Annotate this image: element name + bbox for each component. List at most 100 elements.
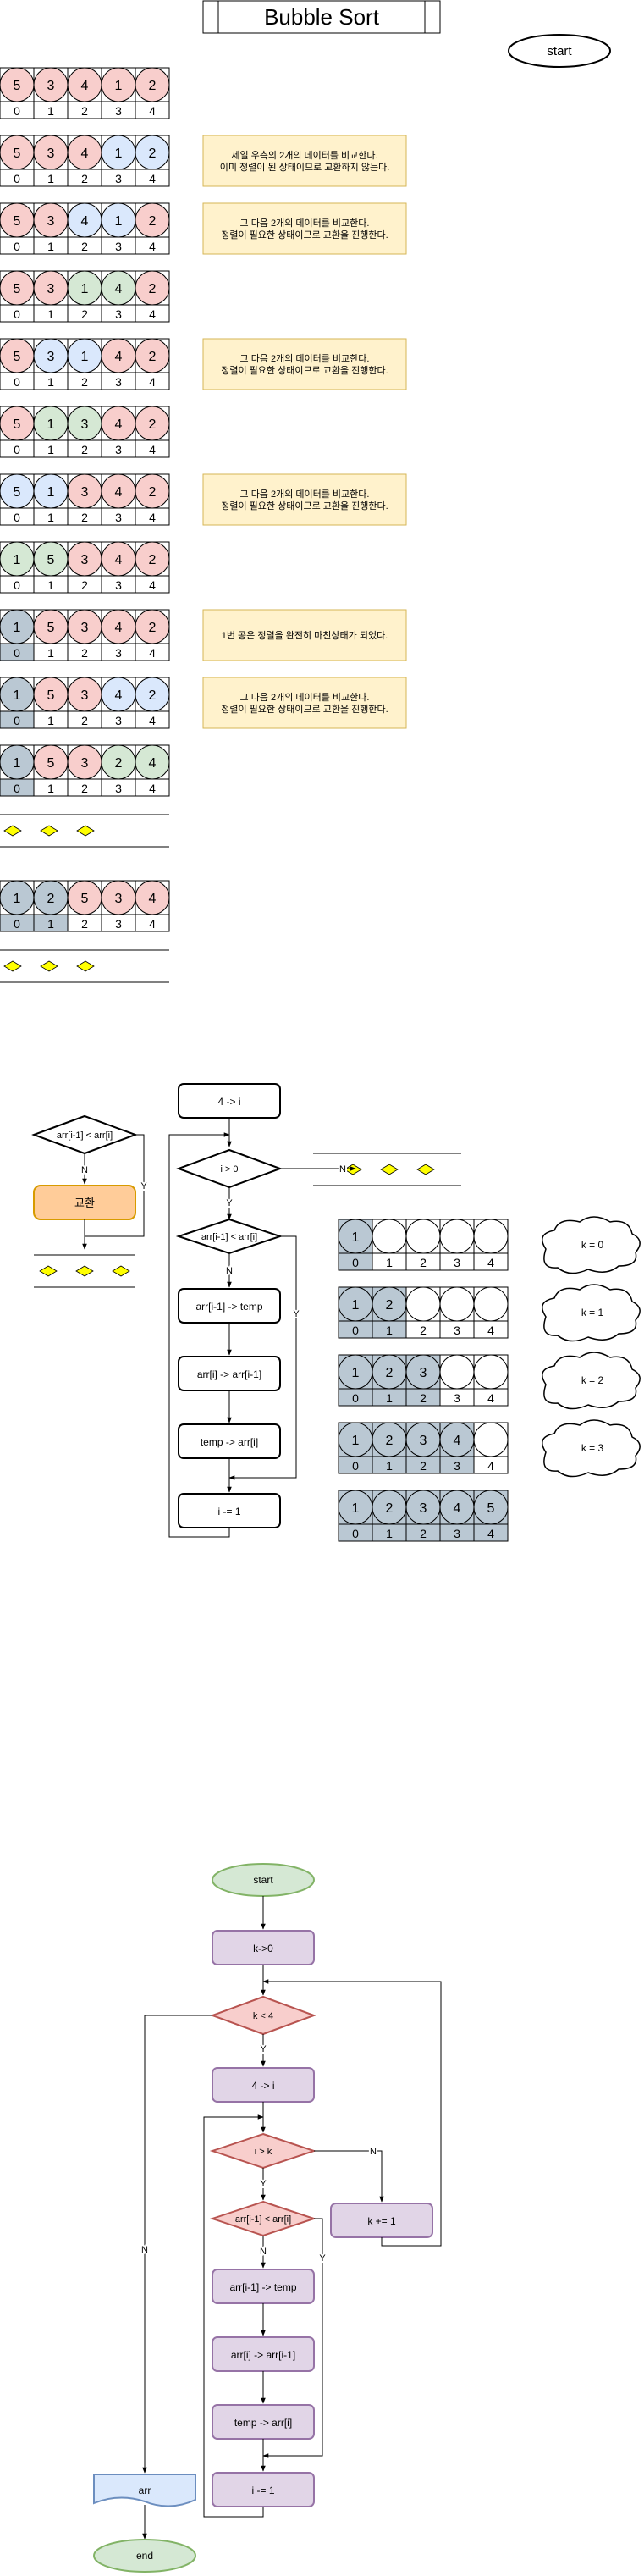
note-box: 그 다음 2개의 데이터를 비교한다.정렬이 필요한 상태이므로 교환을 진행한… — [202, 338, 407, 390]
value-label: 4 — [115, 553, 123, 567]
index-label: 0 — [14, 307, 20, 321]
index-cell — [135, 507, 170, 526]
index-label: 2 — [81, 240, 88, 253]
index-cell — [135, 101, 170, 119]
k-value-label: 2 — [386, 1434, 394, 1448]
index-label: 0 — [14, 511, 20, 524]
index-label: 3 — [115, 917, 122, 931]
temp-step-label: arr[i-1] -> temp — [195, 1301, 262, 1313]
inner-compare-no: N — [226, 1266, 233, 1276]
index-cell — [135, 372, 170, 390]
k-index-label: 3 — [454, 1391, 460, 1405]
value-label: 3 — [81, 688, 89, 703]
index-label: 2 — [81, 443, 88, 456]
value-label: 5 — [81, 892, 89, 906]
index-label: 1 — [47, 578, 54, 592]
ellipsis-divider — [313, 1153, 461, 1186]
index-label: 1 — [47, 443, 54, 456]
note-line: 1번 공은 정렬을 완전히 마친상태가 되었다. — [222, 629, 388, 641]
ellipsis-diamond — [75, 1265, 94, 1277]
note-line: 제일 우측의 2개의 데이터를 비교한다. — [231, 149, 377, 161]
k-value-ball — [439, 1286, 475, 1322]
index-cell — [135, 914, 170, 932]
value-label: 4 — [149, 892, 157, 906]
k-index-label: 1 — [386, 1459, 393, 1473]
value-label: 5 — [47, 688, 55, 703]
index-label: 2 — [81, 578, 88, 592]
value-label: 5 — [14, 79, 21, 93]
index-label: 0 — [14, 104, 20, 118]
index-label: 1 — [47, 307, 54, 321]
k-index-label: 3 — [454, 1256, 460, 1269]
note-line: 정렬이 필요한 상태이므로 교환을 진행한다. — [221, 704, 388, 715]
loop-cond-yes: Y — [226, 1198, 233, 1208]
note-box: 제일 우측의 2개의 데이터를 비교한다.이미 정렬이 된 상태이므로 교환하지… — [202, 135, 407, 187]
k-index-label: 4 — [487, 1391, 494, 1405]
inner-cond-label: i > k — [255, 2147, 272, 2157]
value-label: 1 — [115, 146, 123, 161]
k-value-ball — [405, 1286, 441, 1322]
value-label: 2 — [149, 282, 157, 296]
k-cloud: k = 0 — [542, 1216, 641, 1274]
k-index-label: 4 — [487, 1256, 494, 1269]
index-label: 2 — [81, 104, 88, 118]
index-cell — [135, 643, 170, 661]
main-init-i-label: 4 -> i — [251, 2080, 274, 2092]
index-label: 1 — [47, 104, 54, 118]
index-cell — [135, 575, 170, 594]
value-label: 5 — [14, 417, 21, 432]
value-label: 4 — [115, 621, 123, 635]
index-label: 2 — [81, 714, 88, 727]
value-label: 3 — [81, 485, 89, 500]
ellipsis-divider — [0, 949, 169, 983]
index-label: 0 — [14, 714, 20, 727]
index-label: 4 — [149, 782, 156, 795]
k-value-ball — [473, 1286, 509, 1322]
index-label: 3 — [115, 172, 122, 185]
index-cell — [135, 236, 170, 255]
note-box: 그 다음 2개의 데이터를 비교한다.정렬이 필요한 상태이므로 교환을 진행한… — [202, 677, 407, 729]
index-label: 1 — [47, 375, 54, 389]
swap-no-label: N — [81, 1165, 88, 1175]
index-label: 3 — [115, 782, 122, 795]
outer-cond-label: k < 4 — [253, 2011, 273, 2021]
index-label: 3 — [115, 714, 122, 727]
swap-flow: arr[i-1] < arr[i] N 교환 Y — [31, 1114, 149, 1250]
value-label: 4 — [81, 214, 89, 229]
k-index-cell — [473, 1320, 509, 1339]
output-label: arr — [139, 2485, 151, 2496]
ellipsis-diamond — [112, 1265, 130, 1277]
k-index-label: 1 — [386, 1391, 393, 1405]
increment-k-label: k += 1 — [367, 2215, 396, 2227]
main-restore-label: temp -> arr[i] — [234, 2417, 292, 2429]
k-index-label: 2 — [420, 1256, 427, 1269]
index-label: 2 — [81, 646, 88, 660]
k-value-label: 1 — [352, 1366, 360, 1380]
k-cloud: k = 1 — [542, 1284, 641, 1342]
index-label: 4 — [149, 578, 156, 592]
index-label: 1 — [47, 646, 54, 660]
main-temp-label: arr[i-1] -> temp — [229, 2281, 296, 2293]
swap-box-label: 교환 — [74, 1197, 95, 1209]
init-k-label: k->0 — [253, 1943, 273, 1954]
inner-compare-label: arr[i-1] < arr[i] — [201, 1232, 257, 1242]
k-index-cell — [473, 1523, 509, 1542]
k-index-label: 1 — [386, 1256, 393, 1269]
main-flow: start k->0 k < 4 Y 4 -> i i > k N k += 1… — [93, 1863, 442, 2573]
k-value-label: 3 — [420, 1501, 427, 1516]
note-line: 정렬이 필요한 상태이므로 교환을 진행한다. — [221, 229, 388, 240]
note-line: 그 다음 2개의 데이터를 비교한다. — [240, 218, 370, 229]
index-label: 2 — [81, 782, 88, 795]
k-index-label: 3 — [454, 1527, 460, 1540]
k-index-label: 1 — [386, 1527, 393, 1540]
note-box: 그 다음 2개의 데이터를 비교한다.정렬이 필요한 상태이므로 교환을 진행한… — [202, 473, 407, 526]
index-label: 4 — [149, 307, 156, 321]
k-index-label: 0 — [352, 1256, 359, 1269]
k-index-label: 4 — [487, 1324, 494, 1337]
index-label: 2 — [81, 375, 88, 389]
